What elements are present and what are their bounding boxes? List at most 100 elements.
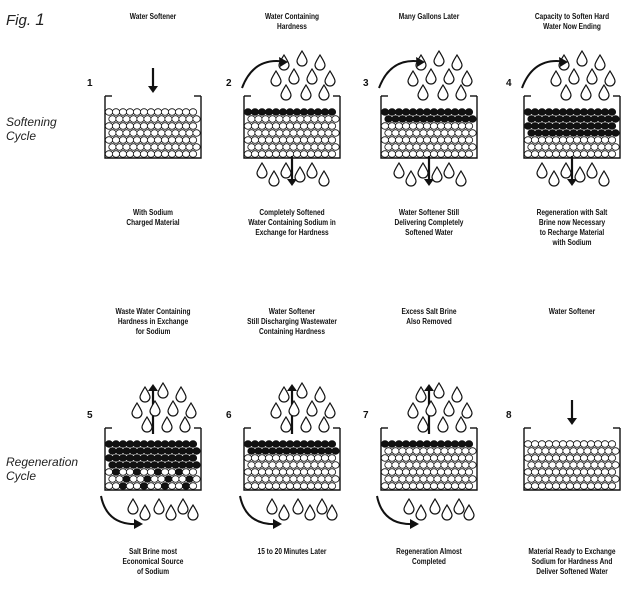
step-7-water-drop-icon	[425, 399, 437, 417]
step-2-caption-line: Exchange for Hardness	[255, 228, 329, 237]
step-1-title: Water Softener	[100, 12, 207, 22]
step-3-water-drop-icon	[431, 165, 443, 183]
step-6-caption: 15 to 20 Minutes Later	[239, 547, 346, 557]
step-2-resin-beads	[243, 108, 340, 158]
step-5-water-drop-icon	[131, 401, 143, 419]
step-1-resin-beads	[104, 108, 201, 158]
step-5-water-drop-icon	[139, 503, 151, 521]
step-6-water-drop-icon	[266, 497, 278, 515]
step-4-curved-arrow	[521, 57, 568, 89]
step-5-water-drop-icon	[141, 415, 153, 433]
step-5-title-line: Hardness in Exchange	[117, 317, 189, 326]
step-7-water-drop-icon	[417, 415, 429, 433]
step-2-water-drop-icon	[306, 161, 318, 179]
step-2-water-drop-icon	[318, 83, 330, 101]
step-3-water-drop-icon	[451, 53, 463, 71]
step-6-water-drop-icon	[306, 399, 318, 417]
step-6-title-line: Still Discharging Wastewater	[247, 317, 337, 326]
step-2-water-drop-icon	[300, 83, 312, 101]
step-6-water-drop-icon	[296, 381, 308, 399]
step-7-water-drop-icon	[451, 385, 463, 403]
step-7-water-drop-icon	[403, 497, 415, 515]
step-5-water-drop-icon	[161, 415, 173, 433]
step-3-title: Many Gallons Later	[376, 12, 483, 22]
figure-label: Fig. 1	[6, 10, 45, 30]
step-5-caption-line: Salt Brine most	[128, 547, 178, 556]
step-5-water-drop-icon	[149, 399, 161, 417]
step-3-curved-arrow	[378, 57, 425, 89]
step-1-caption-line: Charged Material	[126, 218, 180, 227]
regeneration-cycle-label-line-2: Cycle	[6, 469, 37, 483]
step-3-water-drop-icon	[443, 161, 455, 179]
step-2-water-drop-icon	[314, 53, 326, 71]
figure-number: 1	[35, 10, 45, 29]
step-8-caption-line: Sodium for Hardness And	[531, 557, 613, 566]
step-7-water-drop-icon	[415, 385, 427, 403]
step-6-water-drop-icon	[278, 503, 290, 521]
step-7-caption-line: Regeneration Almost	[396, 547, 462, 556]
step-3-caption-line: Delivering Completely	[394, 218, 464, 227]
step-3-number: 3	[363, 78, 369, 89]
step-2-caption-line: Completely Softened	[259, 208, 325, 217]
step-1-number: 1	[87, 78, 93, 89]
step-8-resin-beads	[523, 440, 620, 490]
step-5-water-drop-icon	[177, 497, 189, 515]
step-4-water-drop-icon	[598, 83, 610, 101]
step-4-flow-arrow	[567, 156, 577, 186]
step-6-water-drop-icon	[270, 401, 282, 419]
step-2-caption-line: Water Containing Sodium in	[248, 218, 336, 227]
step-7-water-drop-icon	[407, 401, 419, 419]
step-4-caption-line: Regeneration with Salt	[536, 208, 608, 217]
step-4-water-drop-icon	[536, 161, 548, 179]
step-1-flow-arrow	[148, 68, 158, 93]
step-5-caption-line: of Sodium	[136, 567, 170, 576]
step-3-water-drop-icon	[455, 83, 467, 101]
step-7-water-drop-icon	[433, 381, 445, 399]
step-8-caption-line: Deliver Softened Water	[536, 567, 608, 576]
step-6-curved-arrow	[239, 495, 282, 529]
step-6-title-line: Containing Hardness	[259, 327, 325, 336]
step-4-water-drop-icon	[568, 67, 580, 85]
step-4-number: 4	[506, 78, 512, 89]
step-1-title-line: Water Softener	[129, 12, 177, 21]
step-7-number: 7	[363, 410, 369, 421]
step-5-resin-beads	[104, 440, 201, 490]
step-3-water-drop-icon	[455, 169, 467, 187]
step-7-water-drop-icon	[455, 415, 467, 433]
step-7-water-drop-icon	[453, 497, 465, 515]
step-4-water-drop-icon	[580, 83, 592, 101]
step-3-water-drop-icon	[437, 83, 449, 101]
step-5-curved-arrow	[100, 495, 143, 529]
step-4-water-drop-icon	[594, 53, 606, 71]
step-8-title-line: Water Softener	[548, 307, 596, 316]
step-3-water-drop-icon	[417, 161, 429, 179]
step-5-water-drop-icon	[179, 415, 191, 433]
step-4-water-drop-icon	[574, 165, 586, 183]
step-6-water-drop-icon	[280, 415, 292, 433]
step-3-water-drop-icon	[393, 161, 405, 179]
step-2-water-drop-icon	[318, 169, 330, 187]
step-4-water-drop-icon	[586, 67, 598, 85]
step-2-water-drop-icon	[294, 165, 306, 183]
regeneration-cycle-label: Regeneration Cycle	[6, 455, 78, 483]
step-6-water-drop-icon	[316, 497, 328, 515]
step-5-water-drop-icon	[157, 381, 169, 399]
step-2-number: 2	[226, 78, 232, 89]
step-2-water-drop-icon	[280, 83, 292, 101]
step-6-title-line: Water Softener	[268, 307, 316, 316]
step-3-water-drop-icon	[405, 169, 417, 187]
softening-cycle-label: Softening Cycle	[6, 115, 57, 143]
step-8-number: 8	[506, 410, 512, 421]
